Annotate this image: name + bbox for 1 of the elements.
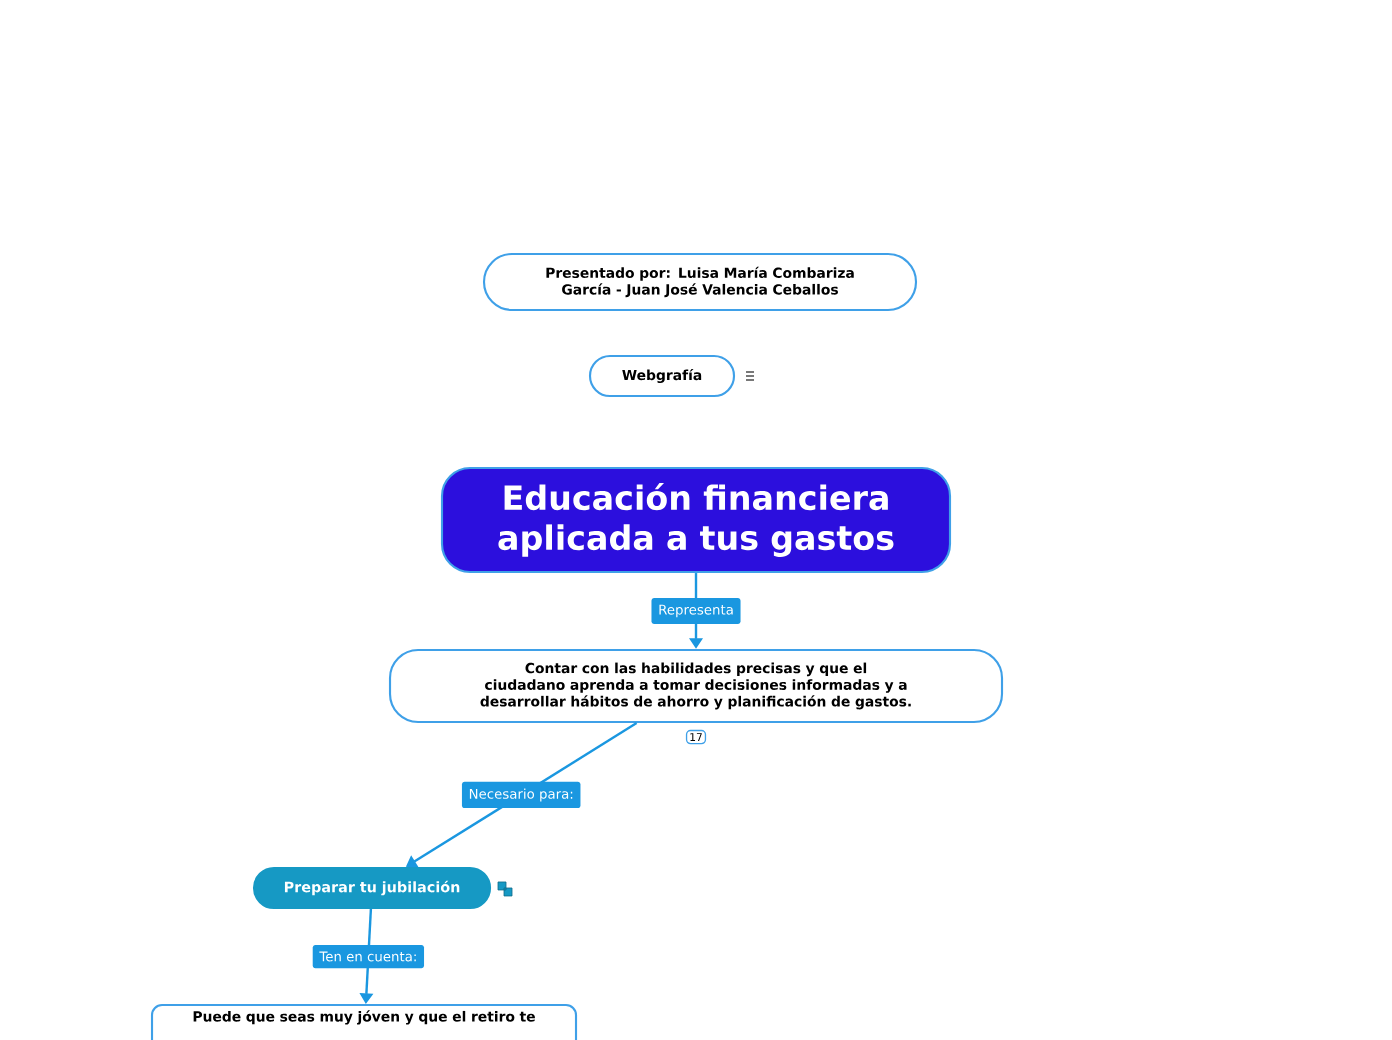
title-box: Educación financiera aplicada a tus gastos [440,466,952,574]
